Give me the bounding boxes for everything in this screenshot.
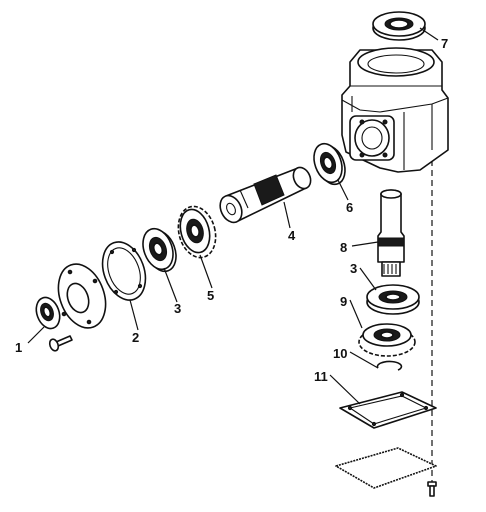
callout-4: 4 — [288, 228, 296, 243]
callout-8: 8 — [340, 240, 347, 255]
part-5-gear — [177, 205, 217, 259]
callout-9: 9 — [340, 294, 347, 309]
part-4-shaft — [219, 166, 312, 224]
part-8-vertical-shaft — [377, 189, 405, 277]
lower-gasket — [335, 447, 437, 489]
callout-11: 11 — [314, 369, 328, 384]
part-9-bevel-gear — [358, 323, 416, 357]
part-6-bearing — [313, 142, 346, 186]
callout-3-left: 3 — [174, 301, 181, 316]
part-7-seal — [372, 11, 426, 41]
part-2-gasket — [101, 241, 147, 301]
part-11-cover-plate — [339, 391, 437, 429]
callout-10: 10 — [333, 346, 347, 361]
part-3-bearing-left — [142, 227, 177, 273]
leader-lines — [27, 27, 439, 405]
bottom-bolt — [427, 481, 437, 497]
flange-cover — [57, 263, 107, 329]
part-1-seal — [35, 296, 61, 330]
screw — [48, 335, 73, 352]
part-3-bearing-right — [366, 284, 420, 315]
callout-5: 5 — [207, 288, 214, 303]
callout-6: 6 — [346, 200, 353, 215]
gearbox-housing — [341, 47, 449, 173]
callout-3-right: 3 — [350, 261, 357, 276]
callout-1: 1 — [15, 340, 22, 355]
part-10-snap-ring — [376, 360, 403, 371]
callout-7: 7 — [441, 36, 448, 51]
callout-2: 2 — [132, 330, 139, 345]
